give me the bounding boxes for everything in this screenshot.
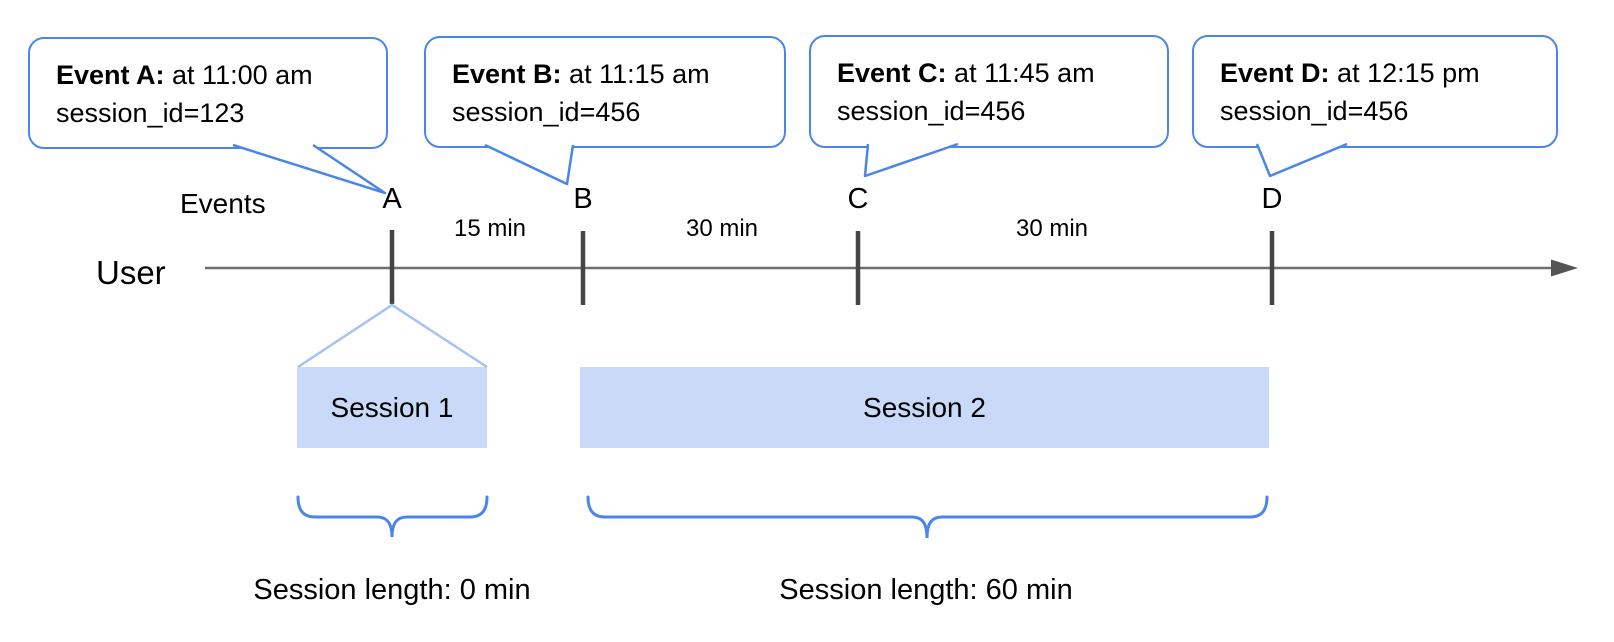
event-c-time: at 11:45 am [954, 58, 1095, 88]
event-c-callout: Event C: at 11:45 am session_id=456 [809, 35, 1169, 148]
session-2-length-label: Session length: 60 min [779, 574, 1073, 606]
session-1-length-label: Session length: 0 min [253, 574, 531, 606]
event-d-session-id: session_id=456 [1220, 96, 1409, 126]
session-1-funnel-line [297, 303, 488, 369]
events-row-label: Events [180, 188, 266, 219]
event-b-callout: Event B: at 11:15 am session_id=456 [424, 36, 786, 148]
event-a-callout-tail [232, 143, 387, 195]
event-a-time: at 11:00 am [172, 60, 313, 90]
event-d-title: Event D: [1220, 58, 1330, 88]
event-c-callout-tail [863, 142, 959, 178]
event-marker-d: D [1261, 183, 1283, 215]
event-d-time: at 12:15 pm [1337, 58, 1480, 88]
event-b-time: at 11:15 am [569, 59, 710, 89]
event-b-callout-tail [484, 143, 575, 186]
event-a-title: Event A: [56, 60, 165, 90]
event-marker-c: C [847, 183, 869, 215]
event-d-callout: Event D: at 12:15 pm session_id=456 [1192, 35, 1558, 148]
callout-line-1: Event B: at 11:15 am [452, 55, 766, 93]
event-d-callout-tail [1255, 142, 1348, 178]
interval-label-a-b: 15 min [453, 215, 527, 242]
session-2-underbrace [586, 495, 1269, 539]
interval-label-b-c: 30 min [685, 215, 759, 242]
event-a-session-id: session_id=123 [56, 98, 245, 128]
session-2-bar: Session 2 [580, 367, 1269, 448]
timeline-arrowhead-icon [1551, 259, 1578, 277]
event-c-session-id: session_id=456 [837, 96, 1026, 126]
event-b-session-id: session_id=456 [452, 97, 641, 127]
event-a-callout: Event A: at 11:00 am session_id=123 [28, 37, 388, 149]
session-2-label: Session 2 [863, 391, 986, 423]
event-b-title: Event B: [452, 59, 562, 89]
session-1-label: Session 1 [330, 391, 454, 423]
user-axis-label: User [96, 254, 166, 291]
callout-line-1: Event A: at 11:00 am [56, 56, 368, 94]
interval-label-c-d: 30 min [1015, 215, 1089, 242]
session-1-bar: Session 1 [297, 367, 487, 448]
event-marker-a: A [382, 183, 402, 215]
event-marker-b: B [573, 183, 593, 215]
session-1-underbrace [296, 495, 489, 538]
callout-line-1: Event D: at 12:15 pm [1220, 54, 1538, 92]
event-c-title: Event C: [837, 58, 947, 88]
callout-line-1: Event C: at 11:45 am [837, 54, 1149, 92]
